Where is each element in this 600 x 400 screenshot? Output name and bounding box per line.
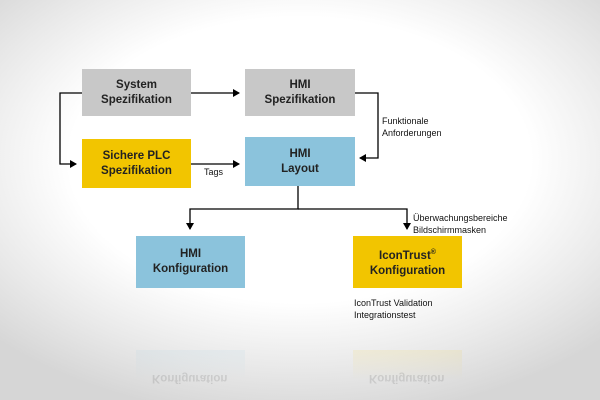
arrow-split-to-icontrust: [298, 208, 411, 230]
label-funktionale-anforderungen: Funktionale Anforderungen: [382, 115, 442, 139]
node-line-1: HMI: [179, 248, 202, 260]
node-line-2: Konfiguration: [152, 263, 229, 275]
node-hmi-layout: HMI Layout: [245, 137, 355, 186]
node-sichere-plc-spezifikation: Sichere PLC Spezifikation: [82, 139, 191, 188]
reflection-icontrust-text: Konfiguration: [369, 372, 445, 384]
node-line-1: System: [116, 78, 157, 91]
label-line-2: Anforderungen: [382, 128, 442, 138]
label-line-1: Funktionale: [382, 116, 429, 126]
registered-mark: ®: [430, 249, 436, 257]
arrow-layout-to-split: [186, 186, 299, 230]
label-ueberwachungsbereiche: Überwachungsbereiche Bildschirmmasken: [413, 212, 508, 236]
label-line-2: Bildschirmmasken: [413, 225, 487, 235]
node-line-1: Sichere PLC: [102, 149, 171, 162]
reflection-hmi-text: Konfiguration: [152, 372, 228, 384]
node-line-2: Spezifikation: [264, 93, 336, 106]
node-hmi-spezifikation: HMI Spezifikation: [245, 69, 355, 116]
node-hmi-konfiguration: HMI Konfiguration: [136, 236, 245, 288]
node-line-1: HMI: [289, 78, 311, 91]
node-line-2: Konfiguration: [369, 264, 446, 277]
label-line-1: Überwachungsbereiche: [413, 213, 508, 223]
node-line-2: Spezifikation: [101, 164, 172, 177]
label-line-1: Tags: [204, 167, 224, 177]
node-line-1: IconTrust®: [379, 245, 436, 264]
label-tags: Tags: [204, 166, 223, 178]
label-line-1: IconTrust Validation: [354, 298, 433, 308]
icontrust-name: IconTrust: [379, 249, 431, 262]
label-icontrust-validation: IconTrust Validation Integrationstest: [354, 297, 433, 321]
label-line-2: Integrationstest: [354, 310, 416, 320]
reflection-hmi-box: [136, 350, 245, 380]
reflection-icontrust-box: [353, 350, 462, 380]
arrow-hmi-spec-to-layout: [355, 92, 379, 162]
node-line-2: Layout: [281, 162, 319, 175]
node-icontrust-konfiguration: IconTrust® Konfiguration: [353, 236, 462, 288]
arrow-system-to-plc: [59, 92, 82, 168]
node-line-2: Spezifikation: [101, 93, 172, 106]
node-line-1: HMI: [289, 147, 311, 160]
node-system-spezifikation: System Spezifikation: [82, 69, 191, 116]
